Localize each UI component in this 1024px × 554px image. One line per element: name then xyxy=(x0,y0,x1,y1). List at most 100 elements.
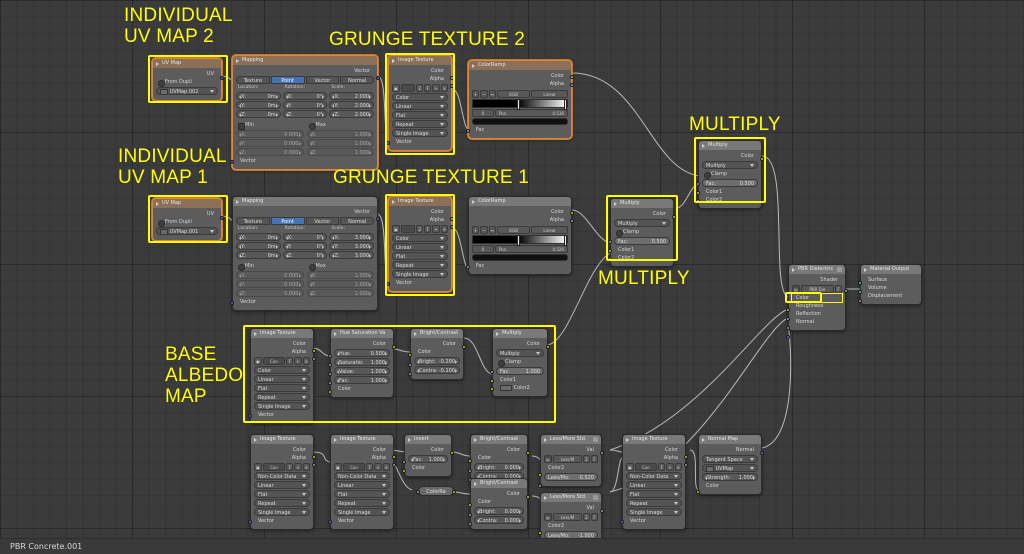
fac-field[interactable]: Fac:1.000 xyxy=(408,455,448,463)
collapse-triangle-icon[interactable] xyxy=(236,200,239,204)
collapse-triangle-icon[interactable] xyxy=(702,144,705,148)
extension-dropdown[interactable]: Repeat xyxy=(334,499,390,507)
remove-stop-icon[interactable]: − xyxy=(480,90,488,98)
group-fake-user-icon[interactable]: F xyxy=(591,455,598,463)
image-browse-icon[interactable]: ▣ xyxy=(392,225,400,233)
image-name-field[interactable]: Con xyxy=(342,463,366,471)
node-header[interactable]: Less/More Std. xyxy=(541,435,601,444)
socket-color2-input[interactable] xyxy=(538,531,542,535)
socket-vector-output[interactable] xyxy=(376,76,380,80)
node-image-texture-reflection[interactable]: Image Texture Color Alpha ▣ Con F + ✕ No… xyxy=(328,434,396,530)
socket-alpha-output[interactable] xyxy=(392,463,396,467)
node-colorramp-collapsed[interactable]: ColorRa xyxy=(416,486,456,496)
location-x[interactable]: X:0m xyxy=(236,92,281,100)
colorspace-dropdown[interactable]: Non-Color Data xyxy=(626,472,682,480)
add-stop-icon[interactable]: + xyxy=(472,226,480,234)
socket-color-output[interactable] xyxy=(452,490,456,494)
collapse-triangle-icon[interactable] xyxy=(544,438,547,442)
socket-color-output[interactable] xyxy=(392,345,396,349)
socket-alpha-output[interactable] xyxy=(570,219,574,223)
socket-color-output[interactable] xyxy=(672,215,676,219)
min-x[interactable]: X:0.000 xyxy=(236,271,304,279)
image-fake-user-icon[interactable]: F xyxy=(286,463,294,471)
socket-normal-output[interactable] xyxy=(760,451,764,455)
scale-y[interactable]: Y:2.000 xyxy=(329,101,375,109)
tab-point[interactable]: Point xyxy=(270,76,305,84)
node-bright-contrast-albedo[interactable]: Bright/Contrast Color Color Bright:-0.20… xyxy=(408,328,466,380)
tab-texture[interactable]: Texture xyxy=(236,217,270,225)
scale-z[interactable]: Z:2.000 xyxy=(329,110,375,118)
group-browse-icon[interactable]: ▤ xyxy=(792,285,800,293)
image-unlink-icon[interactable]: ✕ xyxy=(302,357,310,365)
colorramp-stop-row[interactable]: 0 Pos:0.536 xyxy=(472,109,568,117)
node-image-texture-roughness[interactable]: Image Texture Color Alpha ▣ Con F + ✕ No… xyxy=(248,434,316,530)
projection-dropdown[interactable]: Flat xyxy=(254,490,310,498)
image-datablock-row[interactable]: ▣ Con F + ✕ xyxy=(254,357,310,365)
colorramp-stop-selected[interactable] xyxy=(517,99,521,110)
socket-fac-input[interactable] xyxy=(466,129,470,133)
socket-color-output[interactable] xyxy=(450,451,454,455)
group-name-field[interactable]: PBR Die xyxy=(800,285,834,293)
node-multiply-lower[interactable]: Multiply Color Multiply Clamp Fac:0.500 … xyxy=(608,198,676,267)
max-z[interactable]: Z:1.000 xyxy=(306,289,374,297)
node-image-texture-grunge-1[interactable]: Image Texture Color Alpha ▣ 2 F + ✕ Colo… xyxy=(386,196,454,292)
collapse-triangle-icon[interactable] xyxy=(544,496,547,500)
source-dropdown[interactable]: Single Image xyxy=(626,508,682,516)
socket-color2-input[interactable] xyxy=(490,387,494,391)
uv-map-selector[interactable]: UVMap.002 xyxy=(156,87,218,95)
node-multiply-upper[interactable]: Multiply Color Multiply Clamp Fac:0.500 … xyxy=(696,140,764,209)
image-name-field[interactable]: Con xyxy=(262,463,286,471)
hue-slider[interactable]: Hue:0.500 xyxy=(334,349,390,357)
tab-point[interactable]: Point xyxy=(270,217,305,225)
stop-index-field[interactable]: 0 xyxy=(472,245,494,253)
collapse-triangle-icon[interactable] xyxy=(392,59,395,63)
node-group-icon[interactable] xyxy=(593,495,598,500)
node-header[interactable]: Image Texture xyxy=(251,435,313,444)
collapse-triangle-icon[interactable] xyxy=(156,62,159,66)
image-fake-user-icon[interactable]: F xyxy=(424,84,432,92)
group-datablock-row[interactable]: ▤ PBR Die F xyxy=(792,285,842,293)
colorramp-stop-row[interactable]: 0 Pos:0.526 xyxy=(472,245,568,253)
node-header[interactable]: Less/More Std. xyxy=(541,493,601,502)
max-checkbox[interactable]: Max xyxy=(307,121,375,130)
image-datablock-row[interactable]: ▣ Con F + ✕ xyxy=(254,463,310,471)
image-name-field[interactable] xyxy=(400,225,416,233)
image-fake-user-icon[interactable]: F xyxy=(424,225,432,233)
max-z[interactable]: Z:1.000 xyxy=(306,148,374,156)
socket-color-output[interactable] xyxy=(684,455,688,459)
interpolation-dropdown[interactable]: Linear xyxy=(254,375,310,383)
group-datablock-row[interactable]: ▤ Less/M 2 F xyxy=(544,455,598,463)
bright-field[interactable]: Bright:-0.200 xyxy=(414,357,460,365)
socket-alpha-output[interactable] xyxy=(312,463,316,467)
socket-shader-output[interactable] xyxy=(844,289,848,293)
socket-vector-input[interactable] xyxy=(386,282,390,286)
image-fake-user-icon[interactable]: F xyxy=(286,357,294,365)
min-z[interactable]: Z:0.000 xyxy=(236,289,304,297)
node-material-output[interactable]: Material Output Surface Volume Displacem… xyxy=(858,264,922,305)
value-slider[interactable]: Value:1.000 xyxy=(334,367,390,375)
node-colorramp-1[interactable]: ColorRamp Color Alpha + − ↔ RGB Linear 0… xyxy=(466,196,574,275)
socket-color1-input[interactable] xyxy=(608,249,612,253)
socket-color2-input[interactable] xyxy=(696,199,700,203)
node-header[interactable]: Image Texture xyxy=(389,56,451,65)
max-x[interactable]: X:1.000 xyxy=(306,130,374,138)
collapse-triangle-icon[interactable] xyxy=(614,202,617,206)
image-new-icon[interactable]: + xyxy=(666,463,674,471)
socket-color-input[interactable] xyxy=(468,503,472,507)
node-header[interactable]: ColorRamp xyxy=(469,197,571,206)
colorramp-tools-icon[interactable]: ↔ xyxy=(488,90,497,98)
tab-vector[interactable]: Vector xyxy=(305,76,340,84)
location-x[interactable]: X:0m xyxy=(236,233,281,241)
node-image-texture-albedo[interactable]: Image Texture Color Alpha ▣ Con F + ✕ Co… xyxy=(248,328,316,424)
collapse-triangle-icon[interactable] xyxy=(864,268,867,272)
colorramp-stop-end[interactable] xyxy=(564,99,567,110)
socket-color-output[interactable] xyxy=(570,75,574,79)
image-datablock-row[interactable]: ▣ 2 F + ✕ xyxy=(392,84,448,92)
socket-fac-input[interactable] xyxy=(608,240,612,244)
node-header[interactable]: Multiply xyxy=(493,329,547,338)
bright-field[interactable]: Bright:0.000 xyxy=(474,463,524,471)
interpolation-dropdown[interactable]: Linear xyxy=(392,243,448,251)
min-x[interactable]: X:0.000 xyxy=(236,130,304,138)
colorspace-dropdown[interactable]: Non-Color Data xyxy=(334,472,390,480)
